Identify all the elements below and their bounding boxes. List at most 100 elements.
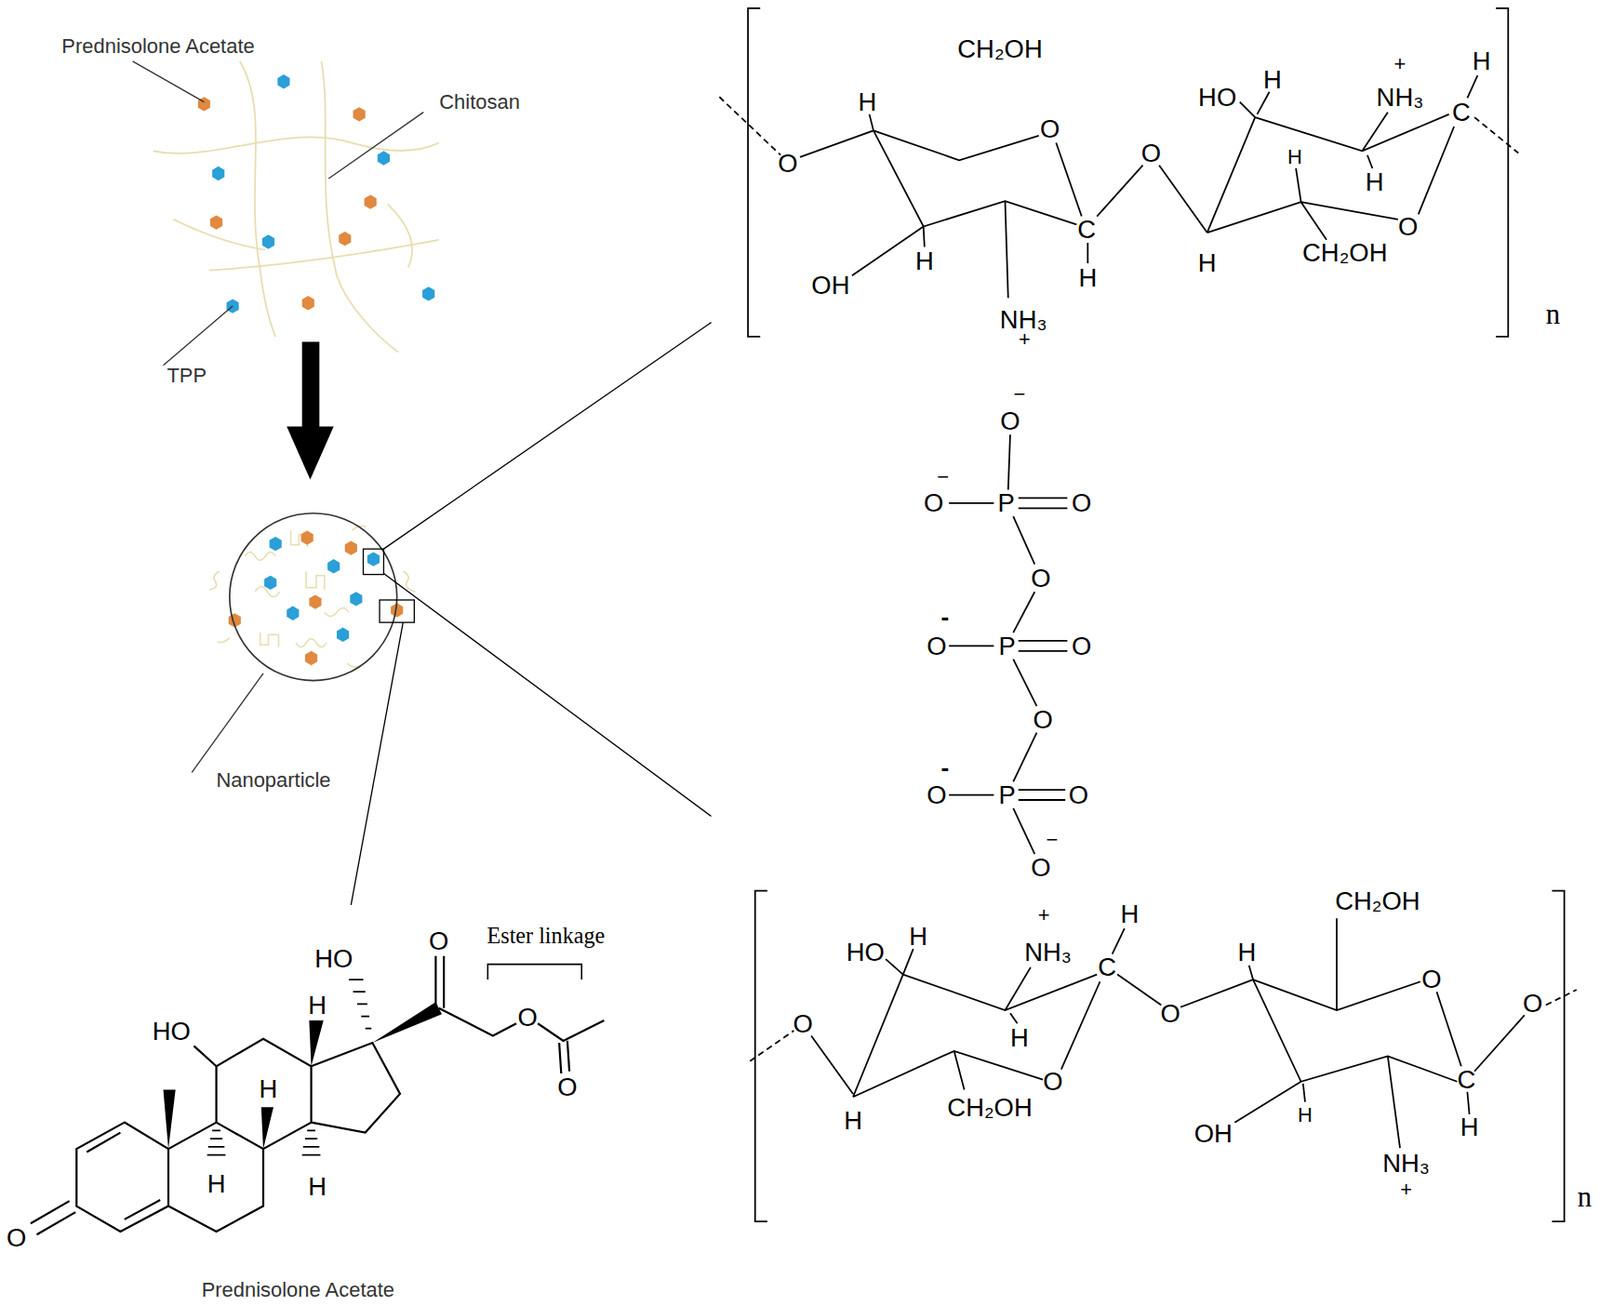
atom-label: O bbox=[1040, 116, 1060, 142]
callout-label: Prednisolone Acetate bbox=[61, 35, 254, 56]
prednisolone-particles bbox=[198, 96, 403, 666]
atom-label: O bbox=[557, 1074, 577, 1100]
atom-label: H bbox=[857, 89, 877, 115]
fibre bbox=[153, 136, 440, 154]
atom-label: NH₃ bbox=[1376, 83, 1425, 109]
atom-label: O bbox=[926, 633, 947, 659]
atom-label: O bbox=[1522, 990, 1543, 1016]
atom-label: O bbox=[517, 1004, 537, 1030]
atom-label: O bbox=[1000, 408, 1020, 434]
atom-label: H bbox=[915, 248, 934, 274]
bonds bbox=[30, 956, 604, 1235]
atom-label: O bbox=[1421, 966, 1441, 992]
atom-label: H bbox=[1010, 1025, 1029, 1051]
leader-lines bbox=[133, 61, 425, 774]
fibre bbox=[254, 586, 280, 598]
chitosan-structure-bottom bbox=[749, 891, 1577, 1222]
atom-label: O bbox=[793, 1011, 814, 1037]
charge-label: − bbox=[1046, 829, 1059, 851]
atom-label: O bbox=[923, 490, 944, 516]
process-arrow-shaft bbox=[302, 341, 320, 428]
fibre bbox=[260, 632, 280, 647]
fibre bbox=[244, 551, 276, 560]
atom-label: O bbox=[6, 1225, 27, 1251]
atom-label: CH₂OH bbox=[1302, 240, 1387, 266]
annotation-label: Ester linkage bbox=[487, 924, 606, 947]
atom-label: OH bbox=[811, 272, 850, 298]
atom-label: P bbox=[999, 782, 1016, 808]
fibre bbox=[324, 608, 349, 617]
bonds bbox=[755, 891, 1565, 1222]
atom-label: HO bbox=[846, 939, 885, 965]
atom-label: H bbox=[307, 992, 327, 1018]
wedge bbox=[163, 1090, 176, 1150]
fibre bbox=[240, 61, 276, 337]
atom-label: O bbox=[1042, 1068, 1063, 1094]
atom-label: H bbox=[1198, 250, 1217, 276]
callout-label: Chitosan bbox=[439, 92, 520, 113]
repeat-subscript: n bbox=[1577, 1182, 1592, 1212]
atom-label: H bbox=[843, 1107, 863, 1134]
wedge bbox=[308, 1020, 323, 1067]
atom-label: HO bbox=[314, 946, 353, 972]
atom-label: H bbox=[307, 1173, 327, 1200]
atom-label: H bbox=[1120, 901, 1139, 927]
atom-label: O bbox=[1071, 490, 1092, 516]
atom-label: P bbox=[999, 633, 1016, 659]
wedge bbox=[261, 1106, 274, 1149]
bonds bbox=[747, 8, 1508, 337]
atom-label: C bbox=[1097, 954, 1117, 980]
fibre bbox=[306, 571, 325, 590]
atom-label: C bbox=[1077, 216, 1096, 242]
atom-label: H bbox=[1472, 48, 1492, 74]
repeat-subscript: n bbox=[1546, 300, 1560, 330]
chitosan-fibres bbox=[153, 61, 440, 353]
atom-label: H bbox=[207, 1171, 227, 1197]
atom-label: C bbox=[1456, 1066, 1476, 1093]
atom-label: C bbox=[1452, 99, 1471, 125]
callout-label: Nanoparticle bbox=[215, 769, 331, 790]
atom-label: OH bbox=[1194, 1120, 1233, 1147]
zoom-box bbox=[379, 600, 414, 623]
fibre bbox=[295, 639, 327, 648]
callout-label: Prednisolone Acetate bbox=[201, 1280, 395, 1301]
chain-continuation bbox=[749, 989, 1577, 1062]
ester-bracket bbox=[487, 964, 582, 980]
atom-label: H bbox=[1365, 169, 1385, 195]
atom-label: O bbox=[777, 150, 798, 176]
atom-label: H bbox=[259, 1076, 279, 1102]
charge-label: - bbox=[940, 604, 949, 629]
atom-label: H bbox=[1263, 66, 1282, 93]
atom-label: H bbox=[908, 923, 928, 949]
atom-label: O bbox=[1160, 1000, 1181, 1027]
atom-label: O bbox=[1398, 213, 1418, 240]
prednisolone-structure bbox=[30, 956, 604, 1235]
zoom-box bbox=[363, 548, 385, 574]
atom-label: O bbox=[1032, 706, 1053, 733]
nanoparticle-outline bbox=[229, 513, 398, 681]
charge-label: + bbox=[1394, 53, 1407, 74]
atom-label: O bbox=[1068, 782, 1089, 808]
atom-label: H bbox=[1238, 939, 1257, 965]
chitosan-structure-top bbox=[719, 8, 1519, 337]
charge-label: − bbox=[936, 466, 949, 487]
callout-label: TPP bbox=[166, 365, 207, 387]
atom-label: O bbox=[1030, 565, 1051, 591]
process-arrow-head bbox=[286, 426, 334, 480]
tpp-particles bbox=[212, 74, 435, 642]
atom-label: H bbox=[1287, 146, 1303, 167]
atom-label: HO bbox=[152, 1018, 191, 1044]
nanoparticle-fibres bbox=[209, 525, 416, 667]
atom-label: P bbox=[997, 490, 1014, 516]
atom-label: CH₂OH bbox=[946, 1093, 1032, 1120]
atom-label: O bbox=[1030, 854, 1051, 880]
fibre bbox=[321, 61, 399, 353]
tpp-bonds bbox=[948, 434, 1067, 854]
hashed-bonds bbox=[207, 979, 373, 1156]
atom-label: O bbox=[428, 928, 449, 954]
wedge-bonds bbox=[163, 1001, 442, 1149]
atom-label: H bbox=[1460, 1114, 1480, 1140]
wedge bbox=[372, 1001, 442, 1043]
